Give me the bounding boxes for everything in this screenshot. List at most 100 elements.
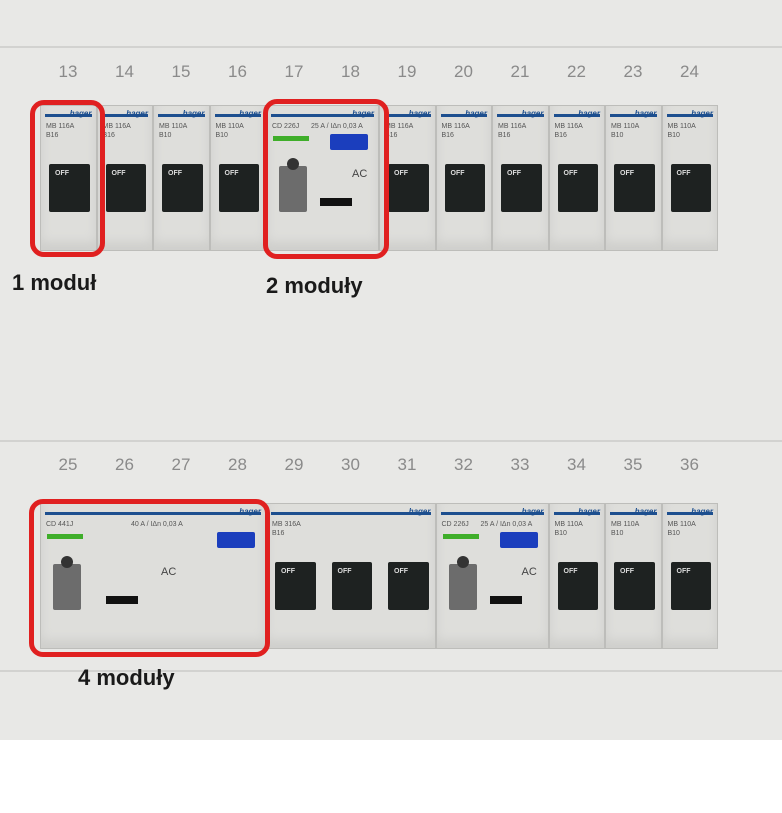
brand-logo: hager [634,507,657,516]
module-number: 24 [680,62,699,81]
toggle-switch[interactable]: OFF [614,164,655,212]
toggle-switch[interactable]: OFF [331,562,372,610]
model-name: CD 441J [46,521,74,528]
brand-stripe [666,114,713,117]
brand-logo: hager [408,507,431,516]
model-label: MB 110A B10 [611,520,639,538]
toggle-switch[interactable]: OFF [49,164,90,212]
curve-rating: B10 [215,132,228,139]
panel-divider [0,46,782,48]
model-name: MB 110A [611,123,640,130]
curve-rating: B10 [667,132,680,139]
brand-logo: hager [691,507,713,516]
model-label: CD 226J [442,520,469,529]
module-number: 32 [454,455,473,474]
fault-indicator-window [489,596,522,604]
module-number: 27 [171,455,191,474]
rcd-lever[interactable] [53,556,81,610]
model-label: CD 226J [272,122,299,131]
ac-type-label: AC [161,566,177,578]
model-name: MB 110A [667,521,696,528]
module-number: 15 [171,62,191,81]
curve-rating: B10 [611,530,624,537]
model-name: MB 110A [611,521,640,528]
brand-stripe [214,114,261,117]
toggle-switch[interactable]: OFF [105,164,146,212]
brand-stripe [158,114,205,117]
brand-stripe [440,512,544,515]
brand-stripe [45,512,261,515]
current-rating: 40 A / IΔn 0,03 A [131,521,183,528]
toggle-switch[interactable]: OFF [162,164,203,212]
current-rating: 25 A / IΔn 0,03 A [480,521,533,528]
toggle-switch[interactable]: OFF [501,164,542,212]
toggle-switch[interactable]: OFF [557,562,598,610]
model-name: MB 116A [498,123,527,130]
brand-stripe [610,114,657,117]
module-number: 16 [228,62,247,81]
toggle-switch[interactable]: OFF [388,164,429,212]
toggle-off-label: OFF [394,568,408,575]
brand-stripe [271,114,374,117]
brand-stripe [666,512,713,515]
module-number: 29 [284,455,304,474]
toggle-off-label: OFF [676,568,691,575]
module-number: 31 [397,455,417,474]
brand-logo: hager [126,109,148,118]
toggle-switch[interactable]: OFF [557,164,598,212]
module-number: 36 [680,455,699,474]
module-number: 35 [623,455,643,474]
highlight-1-module [30,100,105,257]
panel-divider [0,670,782,672]
module-number: 25 [58,455,78,474]
curve-rating: B16 [441,132,454,139]
module-number: 14 [115,62,134,81]
test-button[interactable] [330,134,368,150]
residual-current-device: hager CD 226J 25 A / IΔn 0,03 A AC [435,503,549,649]
module-number: 13 [58,62,78,81]
toggle-switch[interactable]: OFF [614,562,655,610]
test-button[interactable] [499,532,538,548]
test-indicator [442,534,479,539]
brand-logo: hager [691,109,713,118]
model-name: MB 116A [102,123,131,130]
caption-2-modules: 2 moduły [266,273,363,298]
toggle-switch[interactable]: OFF [670,164,711,212]
brand-logo: hager [521,507,544,516]
brand-stripe [440,114,487,117]
brand-stripe [610,512,657,515]
module-number: 33 [510,455,530,474]
test-indicator [47,534,83,539]
test-button[interactable] [217,532,255,548]
toggle-switch[interactable]: OFF [388,562,429,610]
ac-type-label: AC [521,566,537,578]
module-number: 34 [567,455,586,474]
toggle-switch[interactable]: OFF [218,164,259,212]
module-number: 18 [341,62,360,81]
rcd-lever[interactable] [279,158,307,212]
rcd-lever[interactable] [448,556,477,610]
toggle-switch[interactable]: OFF [275,562,316,610]
curve-rating: B10 [554,530,567,537]
toggle-switch[interactable]: OFF [670,562,711,610]
brand-stripe [497,114,544,117]
brand-logo: hager [578,507,600,516]
toggle-switch[interactable]: OFF [444,164,485,212]
